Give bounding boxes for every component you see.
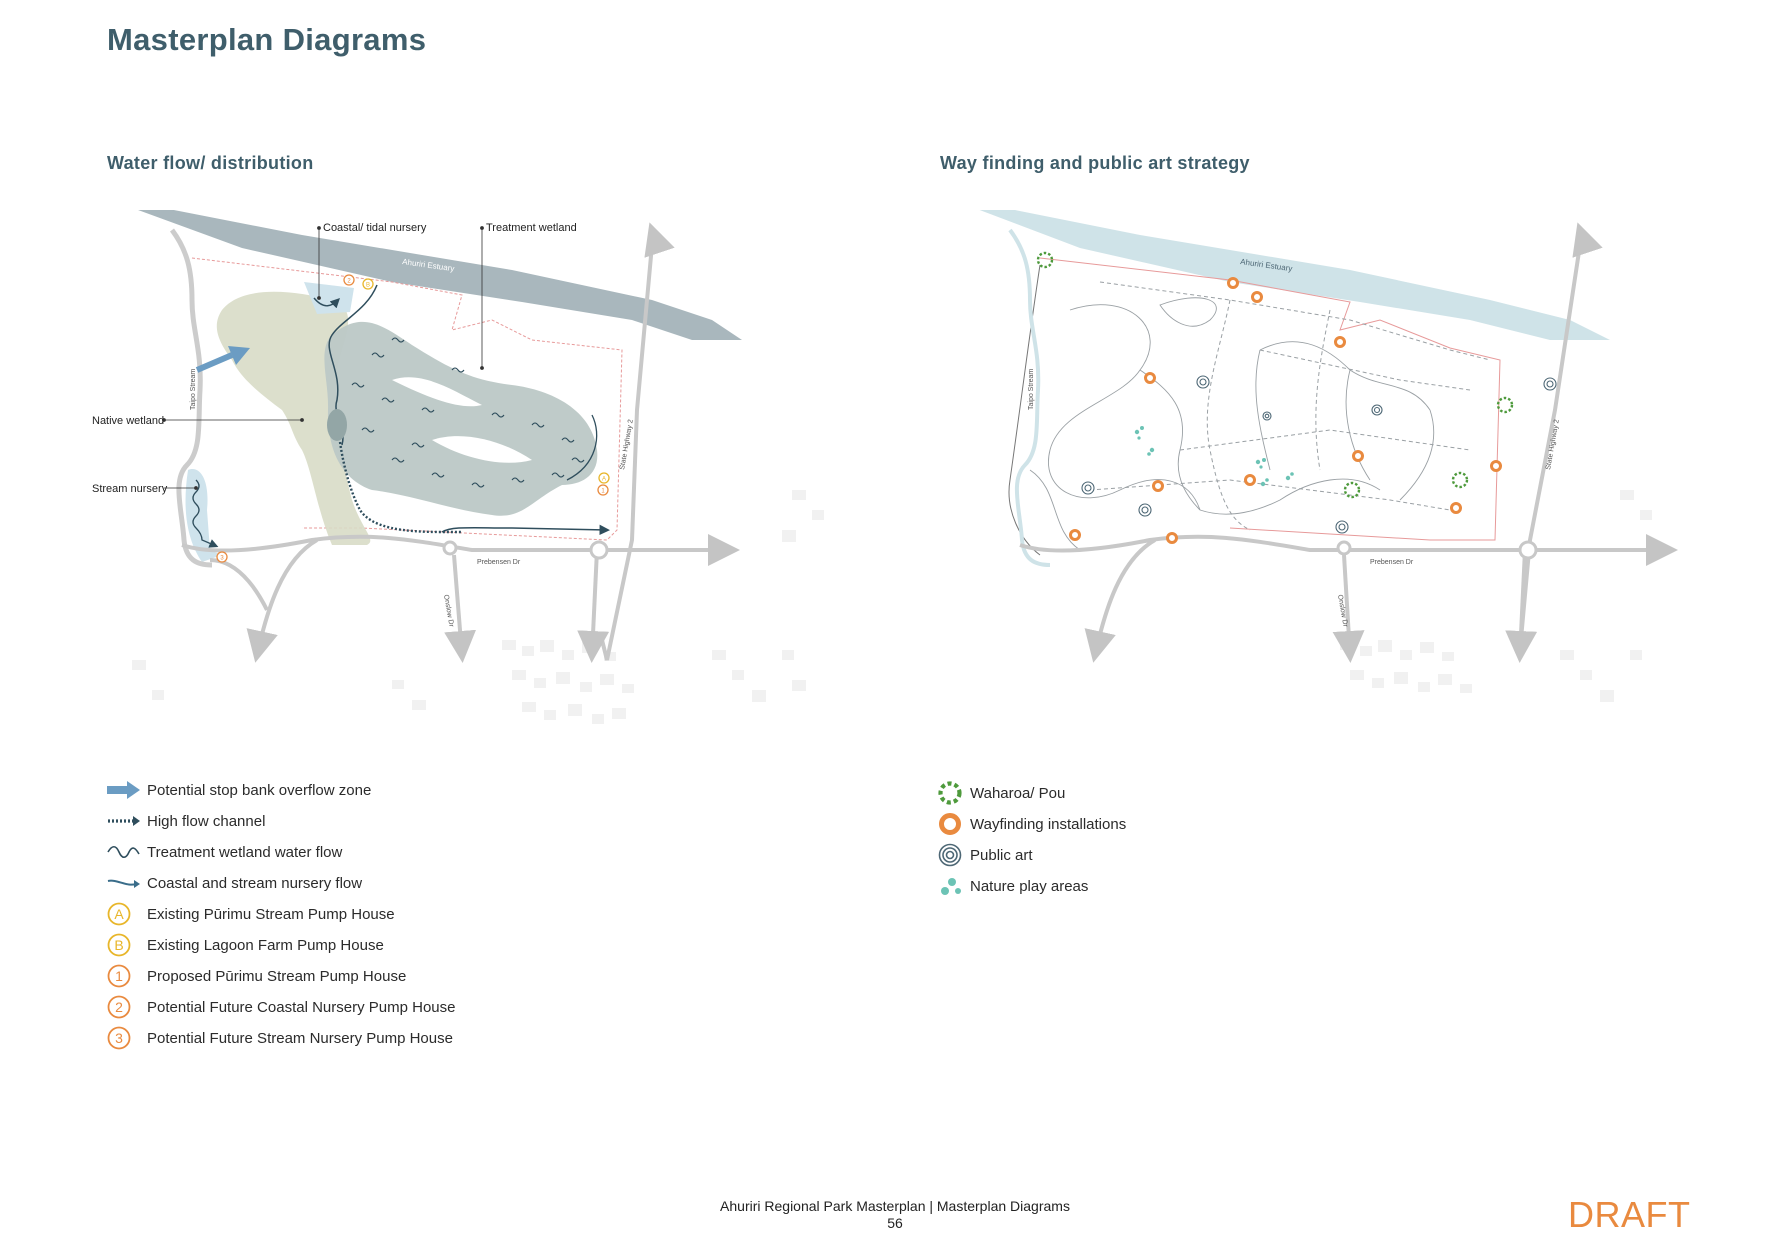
native-wetland-label: Native wetland: [92, 415, 164, 427]
legend-item-nature-play: Nature play areas: [938, 874, 1088, 898]
svg-text:B: B: [114, 937, 123, 953]
svg-text:1: 1: [115, 968, 123, 984]
svg-text:A: A: [602, 477, 606, 483]
coastal-nursery-label: Coastal/ tidal nursery: [323, 222, 427, 234]
page-number: 56: [887, 1215, 903, 1231]
taipo-stream-label: Taipo Stream: [1028, 369, 1035, 410]
roundabout-west: [1336, 540, 1352, 556]
footer: Ahuriri Regional Park Masterplan | Maste…: [0, 1198, 1778, 1232]
nature-play-markers: [1134, 426, 1294, 487]
site-boundary: [191, 257, 623, 541]
svg-text:1: 1: [601, 489, 605, 495]
estuary-shape: [979, 210, 1610, 340]
legend-item-pump-2: 2 Potential Future Coastal Nursery Pump …: [107, 995, 455, 1019]
legend-item-nursery-flow: Coastal and stream nursery flow: [107, 871, 362, 895]
legend-item-wayfinding: Wayfinding installations: [938, 812, 1126, 836]
state-highway-label: State Highway 2: [619, 419, 635, 471]
pump-marker-1: 1: [597, 484, 609, 496]
residential-blocks: [132, 490, 824, 724]
prebensen-label: Prebensen Dr: [477, 559, 521, 566]
svg-text:A: A: [114, 906, 124, 922]
wayfinding-map: Ahuriri Estuary Taipo Stream Prebense: [979, 210, 1678, 702]
svg-text:B: B: [366, 283, 370, 289]
legend-item-high-flow: High flow channel: [107, 809, 265, 833]
coastal-nursery-area: [304, 282, 354, 314]
prebensen-label: Prebensen Dr: [1370, 559, 1414, 566]
pump-marker-3: 3: [216, 551, 228, 563]
trail-network-dashed: [1089, 281, 1491, 531]
pump-3-icon: 3: [107, 1026, 141, 1050]
roundabout-west: [442, 540, 458, 556]
pump-b-icon: B: [107, 933, 141, 957]
treatment-wetland-label: Treatment wetland: [486, 222, 577, 234]
coastal-nursery-flow: [313, 297, 340, 309]
roundabout-east: [589, 540, 609, 560]
legend-item-pump-1: 1 Proposed Pūrimu Stream Pump House: [107, 964, 406, 988]
stream-nursery-flow: [192, 479, 219, 548]
wetland-flow-squiggles: [351, 337, 585, 488]
site-boundary: [1039, 257, 1501, 541]
taipo-stream-label: Taipo Stream: [190, 369, 197, 410]
public-art-markers: [1081, 375, 1557, 534]
stream-nursery-area: [185, 469, 222, 562]
estuary-shape: [138, 210, 742, 340]
draft-label: DRAFT: [1568, 1194, 1691, 1235]
road-network: [1019, 222, 1678, 663]
taipo-stream: [169, 228, 213, 568]
overflow-arrow-icon: [107, 778, 141, 802]
water-flow-map: Ahuriri Estuary Taipo Stream: [92, 210, 824, 724]
footer-title: Ahuriri Regional Park Masterplan | Maste…: [720, 1198, 1070, 1214]
svg-text:3: 3: [115, 1030, 123, 1046]
nursery-flow-icon: [107, 871, 141, 895]
taipo-stream: [1008, 228, 1051, 567]
stream-nursery-label: Stream nursery: [92, 483, 168, 495]
wayfinding-markers: [1069, 277, 1502, 544]
art-section-title: Way finding and public art strategy: [940, 153, 1250, 173]
wetland-outflow-line: [566, 414, 598, 481]
wayfinding-icon: [938, 812, 964, 836]
annotation-leaders: [162, 226, 484, 490]
water-section-title: Water flow/ distribution: [107, 153, 314, 173]
svg-text:2: 2: [347, 279, 351, 285]
pump-2-icon: 2: [107, 995, 141, 1019]
pump-marker-a: A: [598, 472, 610, 484]
svg-text:3: 3: [220, 556, 224, 562]
legend-item-wetland-flow: Treatment wetland water flow: [107, 840, 342, 864]
waharoa-markers: [1036, 251, 1514, 499]
high-flow-channel-icon: [107, 809, 141, 833]
legend-item-pump-a: A Existing Pūrimu Stream Pump House: [107, 902, 395, 926]
nature-play-icon: [938, 874, 964, 898]
legend-item-public-art: Public art: [938, 843, 1033, 867]
pump-1-icon: 1: [107, 964, 141, 988]
legend-item-pump-b: B Existing Lagoon Farm Pump House: [107, 933, 384, 957]
path-network: [1029, 297, 1435, 551]
nursery-outflow-line: [441, 524, 610, 536]
public-art-icon: [938, 843, 964, 867]
treatment-wetland-gaps: [392, 377, 532, 463]
pump-marker-2: 2: [343, 274, 355, 286]
page-title: Masterplan Diagrams: [107, 22, 427, 57]
legend-item-waharoa: Waharoa/ Pou: [938, 781, 1065, 805]
pump-marker-b: B: [362, 278, 374, 290]
roundabout-east: [1518, 540, 1538, 560]
onslow-label: Onslow Dr: [442, 594, 455, 628]
legend-item-overflow: Potential stop bank overflow zone: [107, 778, 371, 802]
waharoa-icon: [938, 781, 964, 805]
pump-a-icon: A: [107, 902, 141, 926]
wetland-flow-icon: [107, 840, 141, 864]
svg-text:2: 2: [115, 999, 123, 1015]
high-flow-channel: [338, 441, 462, 534]
wetland-pond: [327, 409, 347, 441]
overflow-arrow: [195, 346, 250, 373]
legend-item-pump-3: 3 Potential Future Stream Nursery Pump H…: [107, 1026, 453, 1050]
treatment-wetland-area: [324, 321, 598, 516]
